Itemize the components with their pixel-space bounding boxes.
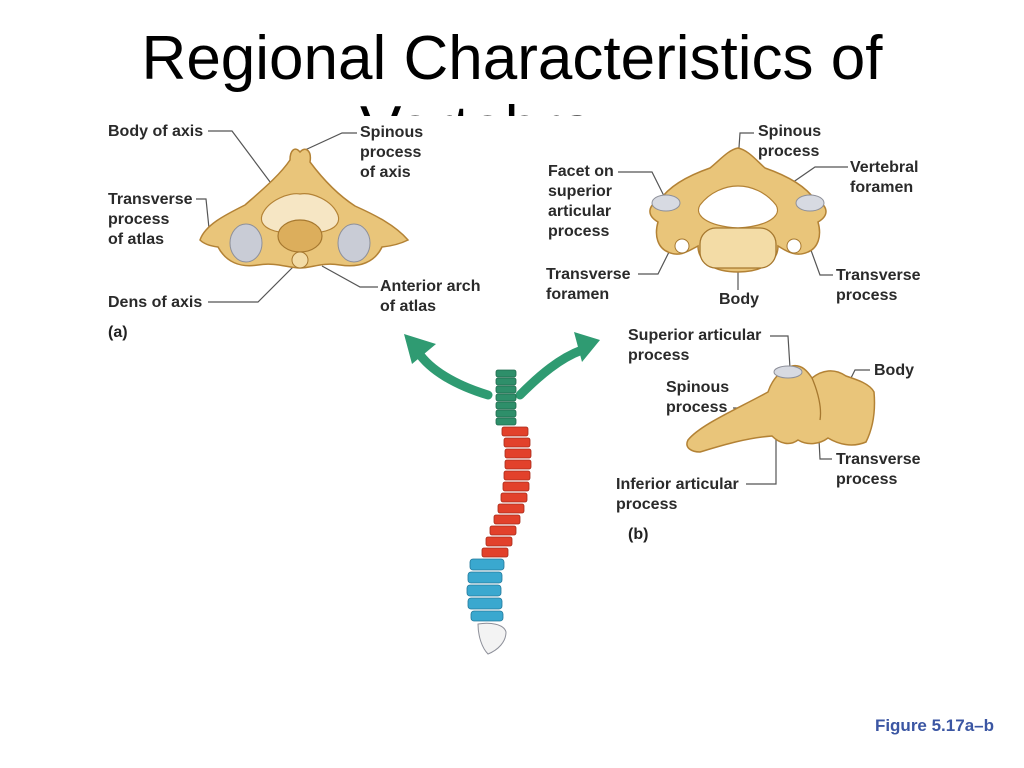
- leader-anterior-arch: [321, 265, 378, 288]
- atlas-axis-bone: [199, 148, 410, 269]
- arrow-right-head: [574, 332, 600, 362]
- label-spinous-process-of-axis: Spinous process of axis: [360, 124, 424, 181]
- label-vertebral-foramen: Vertebral foramen: [850, 159, 919, 196]
- leader-facet: [618, 171, 665, 197]
- label-body-of-axis: Body of axis: [108, 123, 204, 140]
- label-inferior-articular-process: Inferior articular process: [616, 476, 739, 513]
- leader-transverse-process-tr: [807, 241, 833, 276]
- leader-transverse-foramen: [638, 245, 673, 275]
- label-spinous-process-b: Spinous process: [666, 379, 730, 416]
- leader-dens: [208, 261, 299, 303]
- leader-transverse-atlas: [196, 198, 211, 239]
- label-transverse-foramen: Transverse foramen: [546, 266, 631, 303]
- panel-b-tag: (b): [628, 526, 649, 543]
- label-superior-articular-process: Superior articular process: [628, 327, 762, 364]
- cervical-region: [495, 369, 517, 426]
- cervical-vertebra-bone: [649, 147, 827, 273]
- label-dens-of-axis: Dens of axis: [108, 294, 203, 311]
- sacrum: [477, 622, 507, 655]
- label-anterior-arch-of-atlas: Anterior arch of atlas: [380, 278, 481, 315]
- label-transverse-process-top: Transverse process: [836, 267, 921, 304]
- label-transverse-process-of-atlas: Transverse process of atlas: [108, 191, 193, 248]
- label-facet-superior-articular: Facet on superior articular process: [548, 163, 614, 240]
- label-body-top: Body: [719, 291, 759, 308]
- lateral-vertebra-bone: [686, 364, 876, 453]
- slide-title: Regional Characteristics of: [141, 24, 883, 93]
- label-transverse-process-b: Transverse process: [836, 451, 921, 488]
- thoracic-region: [481, 426, 532, 558]
- label-body-b: Body: [874, 362, 914, 379]
- spinal-column: [466, 369, 532, 655]
- leader-spinous-axis: [304, 132, 357, 151]
- lumbar-region: [466, 558, 505, 622]
- panel-a-tag: (a): [108, 324, 128, 341]
- pointer-arrows: [404, 332, 600, 400]
- slide-title-cutoff: Vertebrae: [360, 96, 600, 116]
- leader-superior-articular: [770, 335, 791, 369]
- label-spinous-process: Spinous process: [758, 123, 822, 160]
- leader-inferior-articular: [746, 432, 777, 485]
- figure-reference: Figure 5.17a–b: [874, 716, 994, 735]
- arrow-left-head: [404, 334, 436, 364]
